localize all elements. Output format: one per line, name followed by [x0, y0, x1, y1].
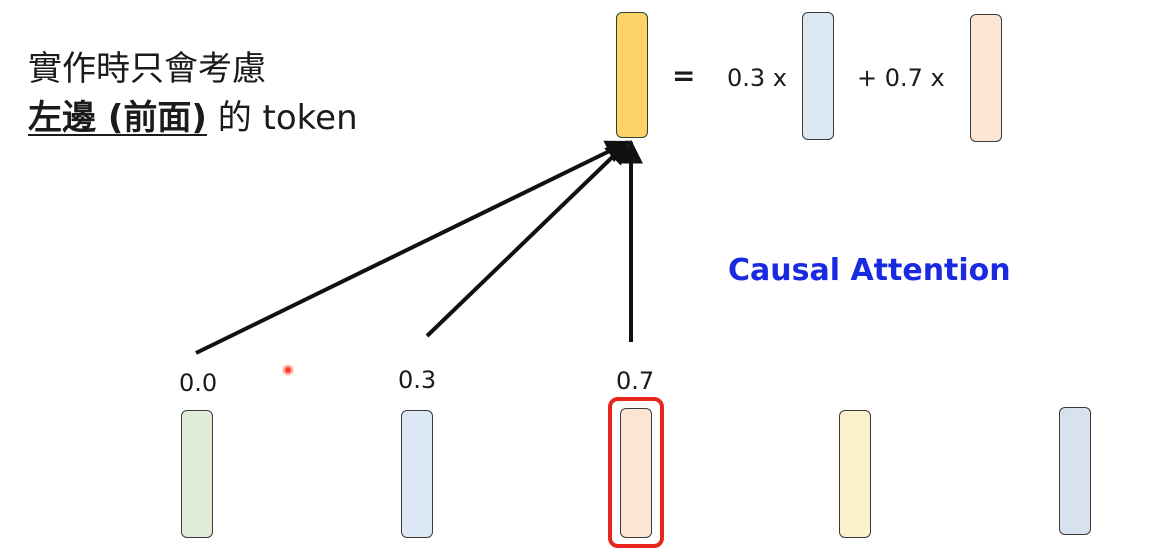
- equation-term-2: + 0.7 x: [857, 64, 945, 92]
- equals-sign: =: [672, 59, 696, 92]
- token-vector-4: [839, 410, 871, 538]
- heading-line-1-text: 實作時只會考慮: [28, 49, 266, 89]
- weight-label-1: 0.0: [179, 369, 218, 397]
- token-vector-3: [620, 408, 652, 538]
- output-vector: [616, 12, 648, 138]
- cursor-pointer-icon: [282, 364, 294, 376]
- weight-label-3: 0.7: [616, 367, 655, 395]
- causal-attention-label: Causal Attention: [728, 253, 1011, 288]
- arrow-from-token-1: [195, 140, 631, 355]
- heading-line-1: 實作時只會考慮: [28, 52, 266, 86]
- token-vector-5: [1059, 407, 1091, 535]
- heading-underlined-text: 左邊 (前面): [28, 98, 207, 138]
- equation-vector-blue: [802, 12, 834, 140]
- equation-term-1: 0.3 x: [727, 64, 787, 92]
- arrow-from-token-2: [425, 140, 630, 338]
- heading-rest-text: 的 token: [206, 98, 358, 138]
- equation-vector-peach: [970, 14, 1002, 142]
- token-vector-1: [181, 410, 213, 538]
- token-vector-2: [401, 410, 433, 538]
- weight-label-2: 0.3: [398, 366, 437, 394]
- heading-line-2: 左邊 (前面) 的 token: [28, 101, 358, 135]
- token-3-highlight: [608, 397, 664, 548]
